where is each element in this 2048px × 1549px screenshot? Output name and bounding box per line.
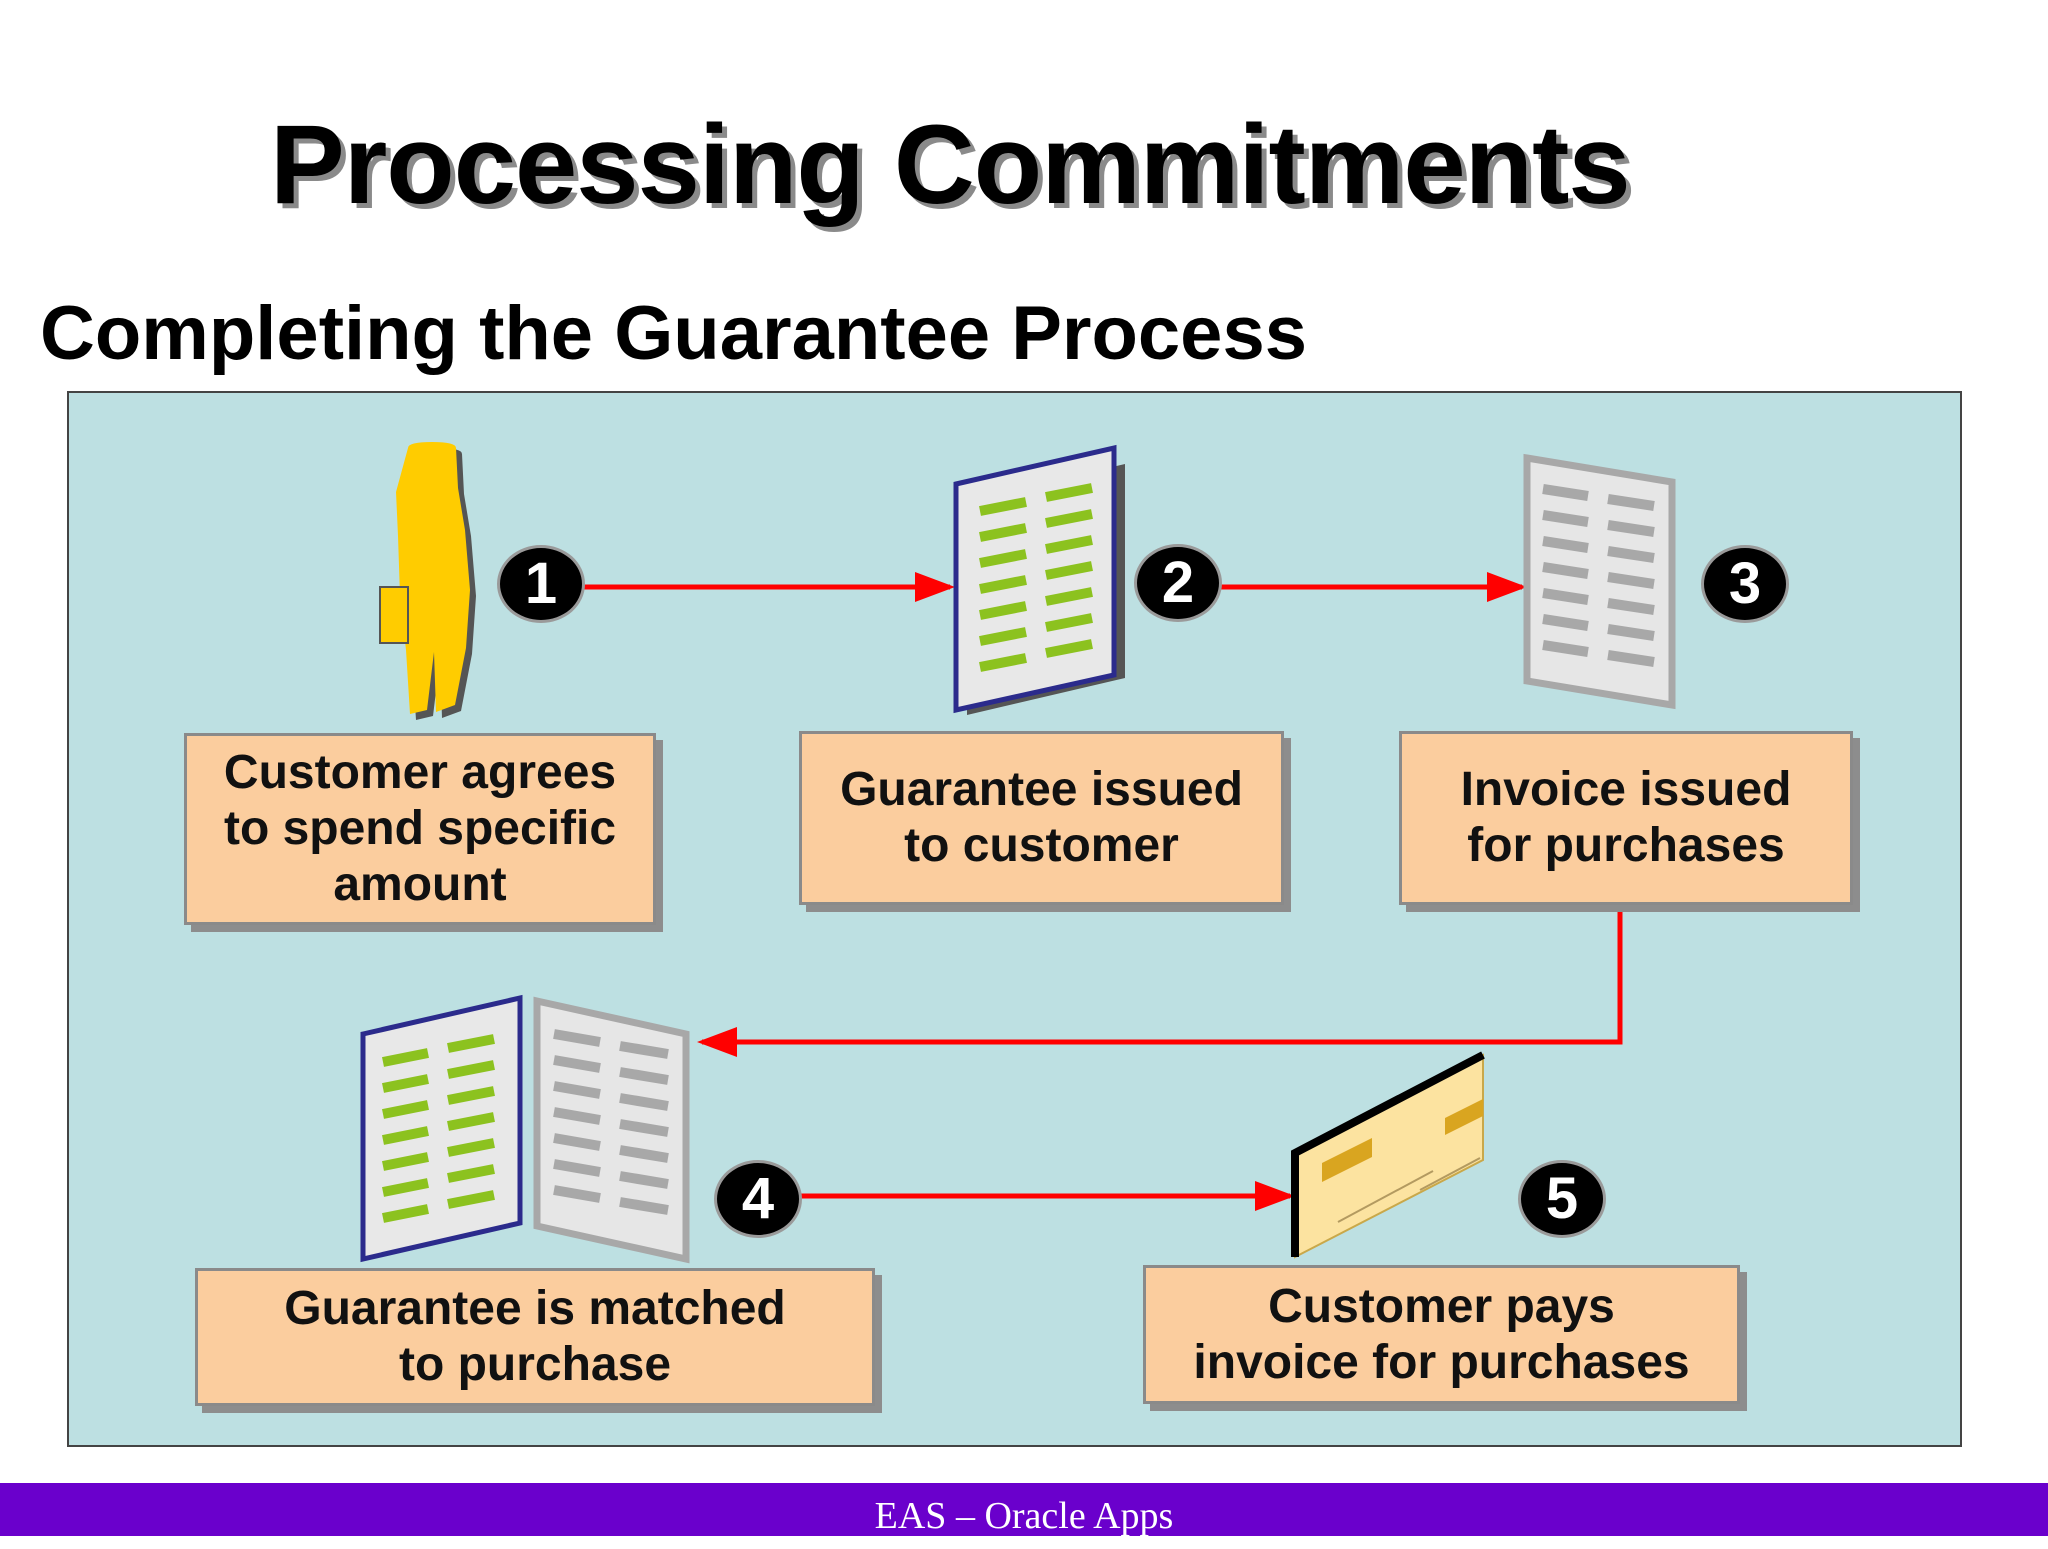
customer-figure-icon [379,442,476,720]
step-1-number-badge: 1 [497,545,585,623]
invoice-document-icon [1523,453,1676,710]
cheque-icon [1291,1051,1485,1259]
step-2-line-1: Guarantee issued [840,763,1243,816]
step-2-line-2: to customer [904,819,1179,872]
step-5-line-2: invoice for purchases [1193,1335,1690,1389]
step-3-box: Invoice issued for purchases [1399,731,1853,905]
step-5-line-1: Customer pays [1268,1279,1615,1333]
footer-text: EAS – Oracle Apps [874,1495,1174,1537]
step-1-line-2: to spend specific [223,802,617,855]
page-title: Processing Commitments [270,102,1631,227]
step-1-line-1: Customer agrees [223,746,617,799]
step-5-box: Customer pays invoice for purchases [1143,1265,1740,1404]
step-2-box: Guarantee issued to customer [799,731,1284,905]
arrow-3-to-4 [697,903,1623,1057]
page-subtitle: Completing the Guarantee Process [40,291,1307,376]
step-3-line-1: Invoice issued [1460,763,1792,816]
step-3-number-badge: 3 [1701,545,1789,623]
step-4-box: Guarantee is matched to purchase [195,1268,875,1406]
guarantee-document-icon [953,444,1125,715]
step-1-box: Customer agrees to spend specific amount [184,733,656,925]
footer-bar: EAS – Oracle Apps [0,1483,2048,1537]
step-5-number-badge: 5 [1518,1160,1606,1238]
step-1-line-3: amount [333,858,507,911]
step-4-number-badge: 4 [714,1160,802,1238]
step-4-line-2: to purchase [398,1338,672,1391]
step-4-line-1: Guarantee is matched [284,1282,786,1335]
matched-documents-icon [360,994,690,1264]
step-3-line-2: for purchases [1467,819,1785,872]
step-2-number-badge: 2 [1134,544,1222,622]
